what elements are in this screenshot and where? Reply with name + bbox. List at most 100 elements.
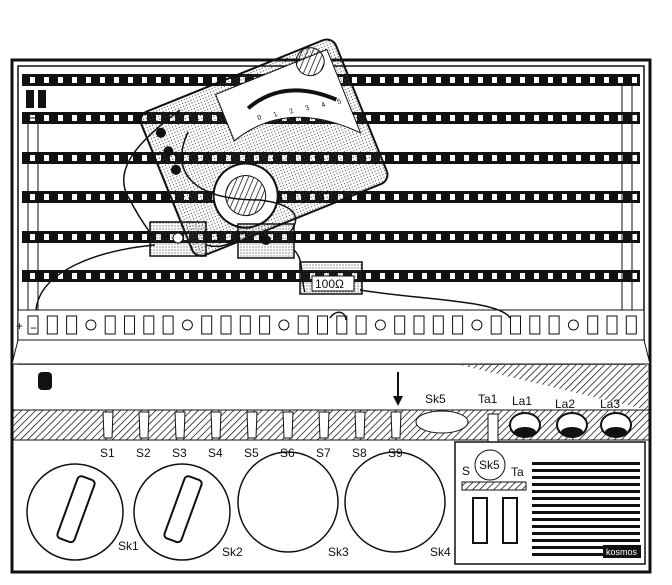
spring-terminal[interactable] <box>124 315 135 335</box>
rail-hole <box>380 273 385 279</box>
panel-switch-s[interactable] <box>472 497 488 544</box>
spring-terminal[interactable] <box>355 315 367 335</box>
rail-hole <box>548 234 553 240</box>
spring-terminal[interactable] <box>548 315 560 335</box>
switch-s7[interactable] <box>318 411 330 439</box>
rail-hole <box>366 115 371 121</box>
spring-terminal[interactable] <box>510 315 521 335</box>
rail-hole <box>478 234 483 240</box>
spring-terminal[interactable] <box>413 315 425 335</box>
spring-terminal[interactable] <box>46 315 58 335</box>
resistor-value: 100Ω <box>315 277 344 291</box>
spring-terminal[interactable] <box>317 315 328 335</box>
rail-hole <box>296 273 301 279</box>
rail-hole <box>576 77 581 83</box>
rail-hole <box>184 273 189 279</box>
spring-terminal[interactable] <box>259 315 271 335</box>
rail-hole <box>464 115 469 121</box>
spring-terminal[interactable] <box>201 315 213 335</box>
switch-s9[interactable] <box>390 411 402 439</box>
rail-hole <box>506 77 511 83</box>
rail-hole <box>562 77 567 83</box>
switch-s8[interactable] <box>354 411 366 439</box>
spring-terminal[interactable] <box>143 315 155 335</box>
spring-terminal[interactable] <box>104 315 116 335</box>
rail-hole <box>632 234 637 240</box>
rail-hole <box>408 234 413 240</box>
screw-terminal[interactable] <box>278 319 290 331</box>
rail-hole <box>618 194 623 200</box>
rail-hole <box>394 115 399 121</box>
spring-terminal[interactable] <box>336 315 348 335</box>
socket-sk4[interactable] <box>344 451 446 553</box>
tap-ta1[interactable] <box>487 413 499 443</box>
spring-terminal[interactable] <box>529 315 541 335</box>
switch-s4[interactable] <box>210 411 222 439</box>
socket-sk3[interactable] <box>237 451 339 553</box>
rail-hole <box>380 115 385 121</box>
spring-terminal[interactable] <box>452 315 464 335</box>
meter-jack[interactable] <box>154 126 167 139</box>
rail-hole <box>422 273 427 279</box>
label-s5: S5 <box>244 446 259 460</box>
spring-terminal[interactable] <box>66 315 78 335</box>
spring-terminal[interactable] <box>162 315 174 335</box>
rail-hole <box>86 194 91 200</box>
rail-hole <box>156 194 161 200</box>
rail-hole <box>30 194 35 200</box>
spring-terminal[interactable] <box>587 315 599 335</box>
rail-hole <box>534 273 539 279</box>
zero-adjust-knob[interactable] <box>292 43 328 79</box>
knob[interactable] <box>163 475 203 544</box>
rail-hole <box>492 273 497 279</box>
rail-hole <box>352 77 357 83</box>
screw-terminal[interactable] <box>85 319 97 331</box>
rail-hole <box>366 234 371 240</box>
spring-terminal[interactable] <box>490 315 502 335</box>
spring-terminal[interactable] <box>432 315 444 335</box>
spring-terminal[interactable] <box>606 315 618 335</box>
rail-hole <box>450 77 455 83</box>
left-side-bar <box>27 117 39 319</box>
rail-hole <box>394 77 399 83</box>
spring-terminal[interactable] <box>220 315 232 335</box>
label-sk4: Sk4 <box>430 545 451 559</box>
rail-hole <box>128 115 133 121</box>
rail-hole <box>478 115 483 121</box>
rail-hole <box>366 194 371 200</box>
spring-terminal[interactable] <box>297 315 309 335</box>
switch-s1[interactable] <box>102 411 114 439</box>
rail-hole <box>548 273 553 279</box>
meter-jack[interactable] <box>162 145 175 158</box>
rail-hole <box>548 155 553 161</box>
rail-hole <box>44 273 49 279</box>
panel-tap-ta[interactable] <box>502 497 518 544</box>
spring-terminal[interactable] <box>394 315 406 335</box>
rail-hole <box>450 155 455 161</box>
knob[interactable] <box>56 475 96 544</box>
rail-hole <box>534 77 539 83</box>
rail-hole <box>604 234 609 240</box>
rail-hole <box>562 194 567 200</box>
label-s8: S8 <box>352 446 367 460</box>
screw-terminal[interactable] <box>181 319 193 331</box>
screw-terminal[interactable] <box>471 319 483 331</box>
screw-terminal[interactable] <box>567 319 579 331</box>
rail-hole <box>58 77 63 83</box>
label-sk3: Sk3 <box>328 545 349 559</box>
switch-s6[interactable] <box>282 411 294 439</box>
rail-hole <box>44 115 49 121</box>
spring-terminal[interactable] <box>27 315 39 335</box>
spring-terminal[interactable] <box>239 315 251 335</box>
meter-jack[interactable] <box>169 163 182 176</box>
screw-terminal[interactable] <box>374 319 386 331</box>
rail-hole <box>492 77 497 83</box>
switch-s3[interactable] <box>174 411 186 439</box>
rail-hole <box>86 155 91 161</box>
switch-s5[interactable] <box>246 411 258 439</box>
spring-terminal[interactable] <box>625 315 637 335</box>
rail-hole <box>632 194 637 200</box>
rail-hole <box>548 115 553 121</box>
switch-s2[interactable] <box>138 411 150 439</box>
rail-hole <box>72 77 77 83</box>
